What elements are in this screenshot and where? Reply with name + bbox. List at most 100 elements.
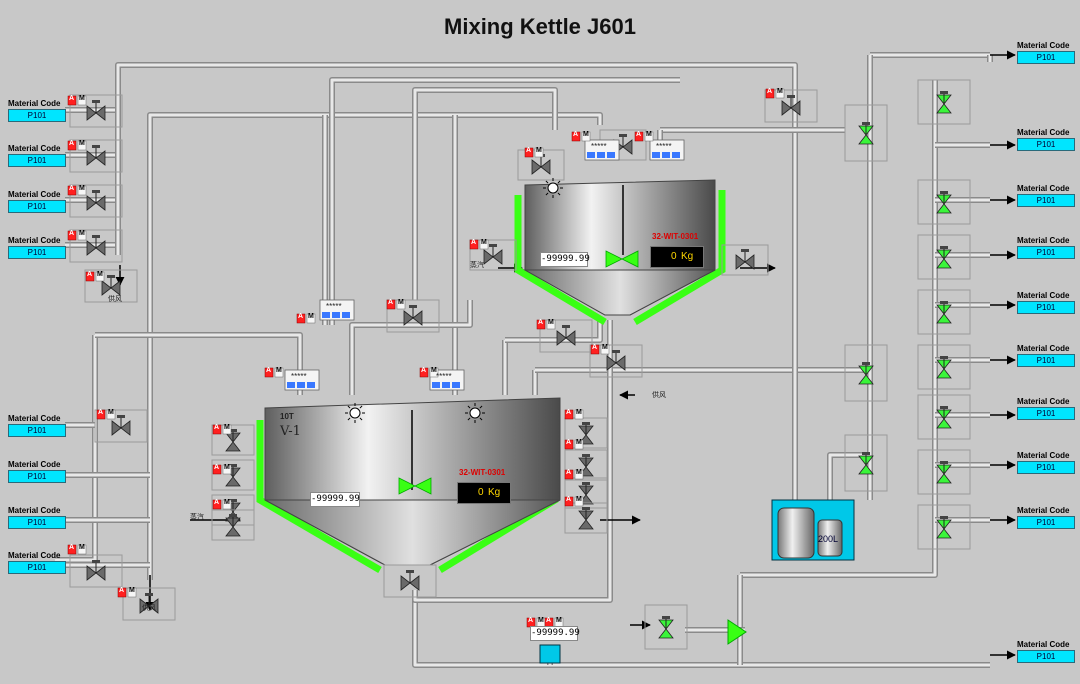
pump-icon[interactable] [539, 644, 561, 664]
mode-flag-icon[interactable] [274, 367, 284, 378]
alarm-flag-icon[interactable] [524, 147, 534, 158]
lamp-icon[interactable] [469, 407, 481, 419]
mode-flag-icon[interactable] [77, 185, 87, 196]
alarm-flag-icon[interactable] [264, 367, 274, 378]
alarm-flag-icon[interactable] [67, 185, 77, 196]
material-code-field[interactable]: P101 [8, 561, 66, 574]
material-code-field[interactable]: P101 [8, 246, 66, 259]
manual-mark: M [224, 499, 230, 506]
alarm-flag-icon[interactable] [536, 319, 546, 330]
mode-flag-icon[interactable] [479, 239, 489, 250]
material-code-label: Material Code [8, 236, 61, 245]
mode-flag-icon[interactable] [222, 464, 232, 475]
weight-unit: Kg [681, 251, 694, 262]
material-code-field[interactable]: P101 [1017, 516, 1075, 529]
alarm-flag-icon[interactable] [296, 313, 306, 324]
valve-actuator [862, 362, 870, 365]
alarm-flag-icon[interactable] [85, 271, 95, 282]
material-code-field[interactable]: P101 [1017, 138, 1075, 151]
alarm-flag-icon[interactable] [564, 409, 574, 420]
alarm-flag-icon[interactable] [67, 230, 77, 241]
mode-flag-icon[interactable] [306, 313, 316, 324]
mode-flag-icon[interactable] [574, 439, 584, 450]
material-code-field[interactable]: P101 [8, 470, 66, 483]
material-code-label: Material Code [1017, 41, 1070, 50]
pipe [95, 332, 303, 395]
mode-flag-icon[interactable] [574, 496, 584, 507]
mode-flag-icon[interactable] [77, 140, 87, 151]
material-code-field[interactable]: P101 [1017, 301, 1075, 314]
agitator-icon[interactable] [398, 477, 416, 495]
lamp-ray [347, 405, 351, 409]
lamp-ray [557, 180, 561, 184]
lamp-icon[interactable] [547, 182, 559, 194]
small-drum-icon[interactable] [817, 519, 843, 557]
mode-flag-icon[interactable] [77, 95, 87, 106]
material-code-field[interactable]: P101 [1017, 194, 1075, 207]
alarm-flag-icon[interactable] [212, 424, 222, 435]
valve-frame [844, 104, 888, 162]
mode-flag-icon[interactable] [222, 424, 232, 435]
alarm-flag-icon[interactable] [67, 140, 77, 151]
mode-flag-icon[interactable] [429, 367, 439, 378]
material-code-field[interactable]: P101 [8, 109, 66, 122]
mode-flag-icon[interactable] [77, 230, 87, 241]
alarm-flag-icon[interactable] [765, 88, 775, 99]
alarm-flag-icon[interactable] [564, 439, 574, 450]
material-code-field[interactable]: P101 [8, 424, 66, 437]
mode-flag-icon[interactable] [600, 344, 610, 355]
mode-flag-icon[interactable] [77, 544, 87, 555]
alarm-flag-icon[interactable] [469, 239, 479, 250]
sensor-led-icon [442, 382, 450, 388]
material-code-field[interactable]: P101 [1017, 461, 1075, 474]
mode-flag-icon[interactable] [396, 299, 406, 310]
alarm-flag-icon[interactable] [564, 496, 574, 507]
alarm-flag-icon[interactable] [634, 131, 644, 142]
material-code-field[interactable]: P101 [8, 200, 66, 213]
alarm-flag-icon[interactable] [564, 469, 574, 480]
agitator-icon[interactable] [605, 250, 623, 268]
mode-flag-icon[interactable] [546, 319, 556, 330]
alarm-flag-icon[interactable] [96, 409, 106, 420]
alarm-flag-icon[interactable] [117, 587, 127, 598]
material-code-field[interactable]: P101 [1017, 51, 1075, 64]
mode-flag-icon[interactable] [534, 147, 544, 158]
mode-flag-icon[interactable] [106, 409, 116, 420]
mode-flag-icon[interactable] [644, 131, 654, 142]
alarm-flag-icon[interactable] [212, 499, 222, 510]
alarm-flag-icon[interactable] [67, 544, 77, 555]
material-code-field[interactable]: P101 [1017, 246, 1075, 259]
alarm-flag-icon[interactable] [571, 131, 581, 142]
mode-flag-icon[interactable] [127, 587, 137, 598]
lamp-icon[interactable] [349, 407, 361, 419]
valve-actuator [92, 190, 100, 193]
alarm-flag-icon[interactable] [212, 464, 222, 475]
agitator-icon[interactable] [621, 250, 639, 268]
material-code-field[interactable]: P101 [1017, 354, 1075, 367]
mode-flag-icon[interactable] [574, 409, 584, 420]
material-code-field[interactable]: P101 [8, 154, 66, 167]
weight-tag-label: 32-WIT-0301 [652, 232, 699, 241]
material-code-field[interactable]: P101 [1017, 650, 1075, 663]
drum-icon[interactable] [777, 507, 815, 559]
alarm-flag-icon[interactable] [386, 299, 396, 310]
alarm-flag-icon[interactable] [419, 367, 429, 378]
manual-mark: M [276, 367, 282, 374]
material-code-label: Material Code [1017, 397, 1070, 406]
lamp-ray [545, 180, 549, 184]
alarm-flag-icon[interactable] [590, 344, 600, 355]
kettle-upper-cone [523, 269, 716, 316]
agitator-icon[interactable] [414, 477, 432, 495]
manual-mark: M [431, 367, 437, 374]
material-code-field[interactable]: P101 [8, 516, 66, 529]
mode-flag-icon[interactable] [222, 499, 232, 510]
alarm-mark: A [538, 319, 544, 326]
material-code-field[interactable]: P101 [1017, 407, 1075, 420]
mode-flag-icon[interactable] [574, 469, 584, 480]
mode-flag-icon[interactable] [581, 131, 591, 142]
valve-icon[interactable] [727, 619, 747, 645]
mode-flag-icon[interactable] [95, 271, 105, 282]
alarm-flag-icon[interactable] [67, 95, 77, 106]
mode-flag-icon[interactable] [775, 88, 785, 99]
pipe-highlight [505, 320, 602, 342]
